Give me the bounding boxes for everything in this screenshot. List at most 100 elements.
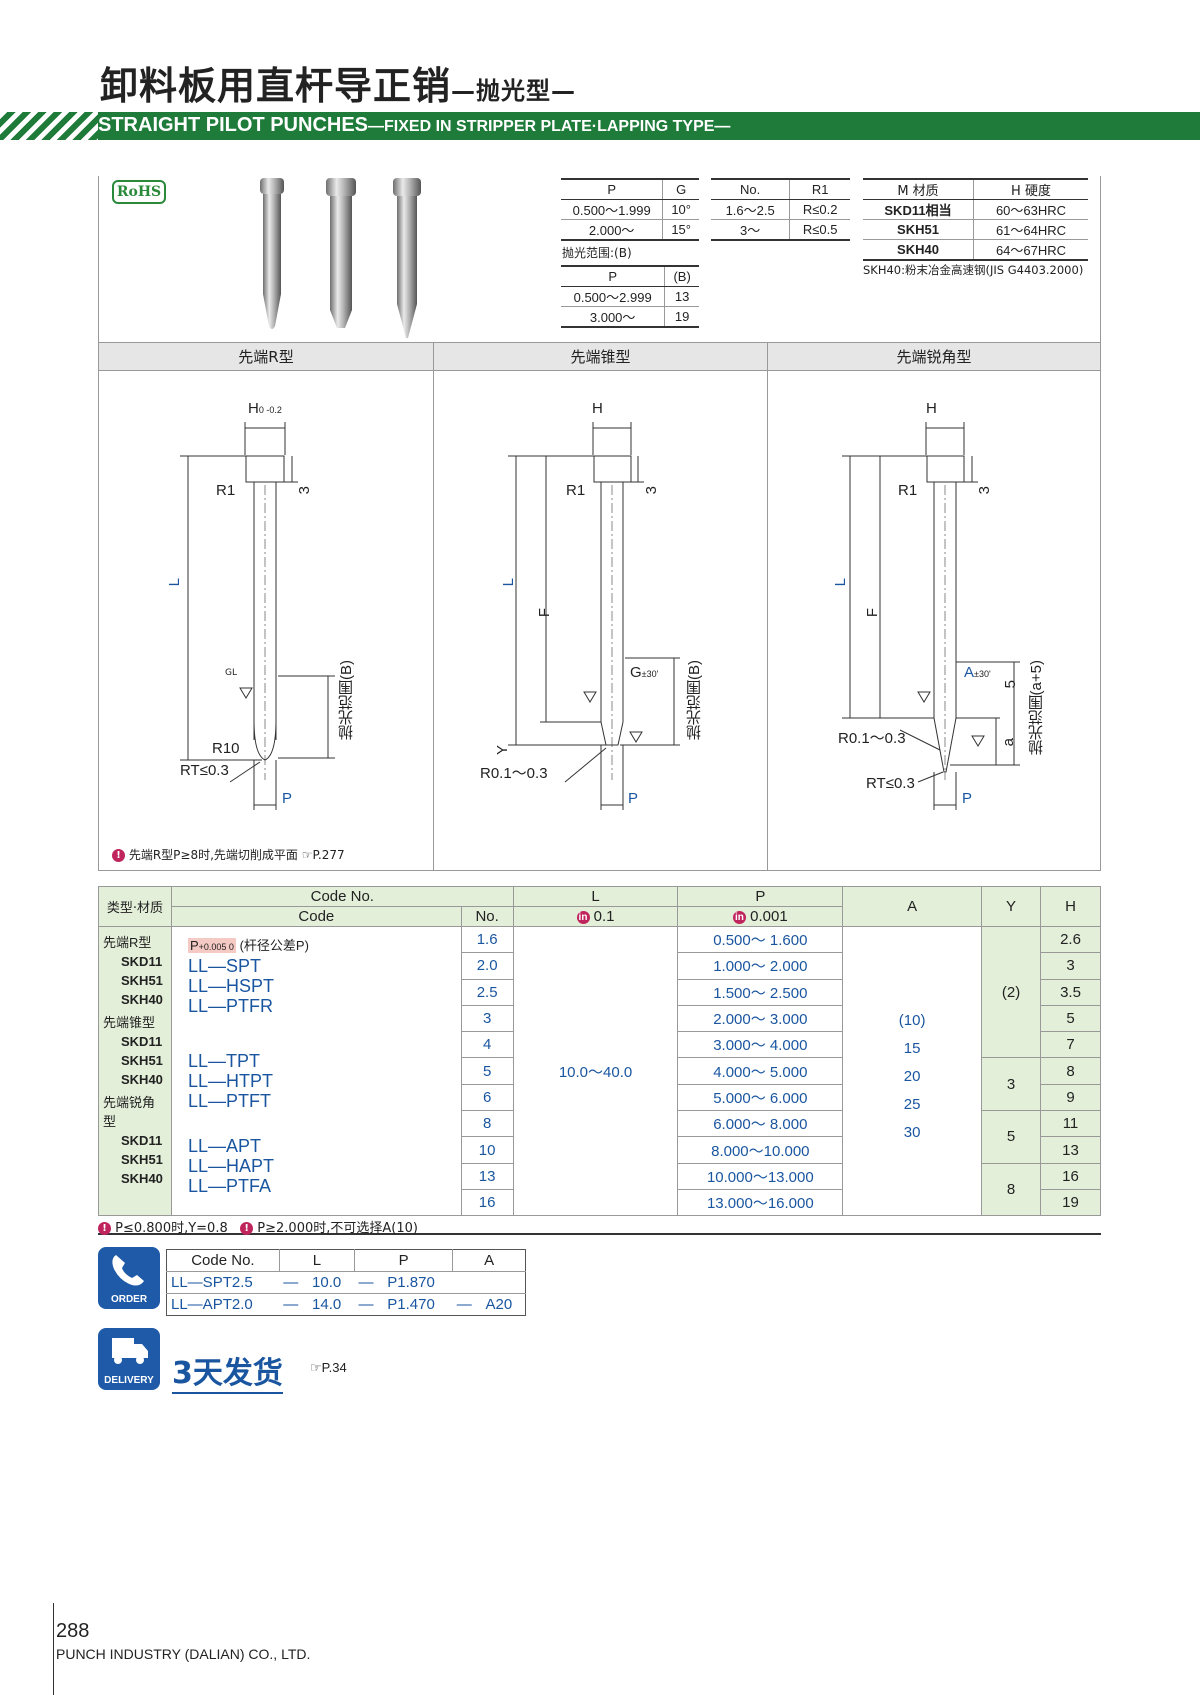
- label-r1: R1: [566, 482, 586, 499]
- label-3: 3: [643, 486, 660, 495]
- dim-f-cone: F: [536, 608, 553, 617]
- code-spt[interactable]: LL—SPT: [187, 956, 262, 976]
- no-cell: 16: [460, 1188, 514, 1217]
- nr-cell: 3～: [711, 219, 790, 241]
- a-value: 20: [903, 1068, 921, 1085]
- type-group-cone: 先端锥型 SKD11 SKH51 SKH40: [103, 1013, 167, 1089]
- main-table: 类型·材质 Code No. L P A Y H Code No. in 0.1…: [98, 886, 1101, 1217]
- diagram-note-ref[interactable]: P.277: [312, 848, 345, 862]
- y-value: 8: [981, 1162, 1041, 1217]
- label-f: F: [536, 608, 553, 618]
- dim-l-sharp: L: [832, 578, 849, 586]
- type-cell: 先端R型 SKD11 SKH51 SKH40 先端锥型 SKD11 SKH51 …: [98, 925, 172, 1217]
- h-value: 2.6: [1040, 925, 1101, 954]
- diagram-r-type: [180, 422, 335, 810]
- label-l: L: [832, 578, 849, 587]
- company-name: PUNCH INDUSTRY (DALIAN) CO., LTD.: [56, 1646, 311, 1662]
- dim-l-cone: L: [500, 578, 517, 586]
- code-htpt[interactable]: LL—HTPT: [187, 1071, 274, 1091]
- order-header: Code No.: [166, 1249, 280, 1272]
- diagram-col-cone: [434, 371, 768, 870]
- order-icon-label: ORDER: [110, 1294, 148, 1305]
- p-unit: 0.001: [750, 908, 788, 925]
- type-name: 先端锐角型: [103, 1095, 156, 1129]
- h-value: 19: [1040, 1188, 1101, 1217]
- label-r1: R1: [216, 482, 236, 499]
- h-value: 16: [1040, 1162, 1101, 1190]
- label-l: L: [166, 578, 183, 587]
- diagram-cone-type: [508, 422, 680, 810]
- no-cell: 4: [460, 1031, 514, 1059]
- label-rt: RT≤0.3: [866, 775, 915, 792]
- no-cell: 1.6: [460, 925, 514, 954]
- label-polish-b: 抛光范围(B): [686, 660, 703, 740]
- a-cell: (10) 15 20 25 30: [842, 925, 983, 1217]
- p-range: 5.000～ 6.000: [677, 1083, 844, 1112]
- label-r1: R1: [898, 482, 918, 499]
- pg-cell: 0.500～1.999: [561, 199, 663, 220]
- type-mat: SKH51: [121, 1152, 163, 1167]
- header-p: P: [677, 886, 844, 907]
- warning-icon: !: [98, 1222, 111, 1235]
- polish-cell: 0.500～2.999: [561, 286, 665, 307]
- h-value: 5: [1040, 1004, 1101, 1033]
- pg-cell: 15°: [662, 219, 699, 241]
- dim-h-sharp: H: [926, 400, 937, 417]
- y-value: 5: [981, 1110, 1041, 1164]
- h-value: 7: [1040, 1031, 1101, 1059]
- pointing-hand-icon: ☞: [301, 848, 313, 862]
- code-hspt[interactable]: LL—HSPT: [187, 976, 275, 996]
- type-name: 先端R型: [103, 935, 152, 950]
- table-notes: ! P≤0.800时,Y=0.8 ! P≥2.000时,不可选择A(10): [98, 1217, 1101, 1236]
- title-en-main: STRAIGHT PILOT PUNCHES: [98, 114, 369, 136]
- p-range: 1.000～ 2.000: [677, 952, 844, 980]
- p-tol-badge: P+0.005 0: [187, 938, 236, 953]
- order-cell: 14.0: [312, 1296, 342, 1313]
- label-f: F: [864, 608, 881, 618]
- label-r01: R0.1～0.3: [480, 765, 548, 782]
- delivery-ref-text[interactable]: P.34: [321, 1360, 347, 1375]
- a-value: 30: [903, 1124, 921, 1141]
- order-cell: P1.870: [387, 1274, 435, 1291]
- order-cell: —: [283, 1296, 299, 1313]
- no-cell: 8: [460, 1110, 514, 1138]
- pg-cell: 10°: [662, 199, 699, 220]
- footer-line: [53, 1603, 54, 1695]
- order-cell: [481, 1272, 525, 1294]
- label-p: P: [962, 790, 973, 807]
- order-cell: LL—SPT2.5: [171, 1274, 253, 1291]
- dim-g: G±30': [630, 664, 658, 681]
- order-cell: —: [456, 1296, 472, 1313]
- no-cell: 2.0: [460, 952, 514, 980]
- p-range: 10.000～13.000: [677, 1162, 844, 1190]
- h-value: 8: [1040, 1057, 1101, 1085]
- table-note: P≥2.000时,不可选择A(10): [257, 1221, 418, 1236]
- code-ptft[interactable]: LL—PTFT: [187, 1091, 271, 1111]
- header-l-unit: in 0.1: [512, 906, 679, 927]
- code-hapt[interactable]: LL—HAPT: [187, 1156, 275, 1176]
- main-table-wrap: 类型·材质 Code No. L P A Y H Code No. in 0.1…: [98, 886, 1101, 1217]
- no-cell: 3: [460, 1004, 514, 1033]
- dim-f-sharp: F: [864, 608, 881, 617]
- nr-header-no: No.: [711, 178, 790, 200]
- dim-y: Y: [494, 745, 511, 755]
- dim-3-cone: 3: [643, 486, 660, 494]
- title-cn: 卸料板用直杆导正销: [100, 64, 452, 108]
- label-h: H: [248, 400, 259, 417]
- code-ptfr[interactable]: LL—PTFR: [187, 996, 274, 1016]
- y-value: 3: [981, 1057, 1041, 1112]
- polish-cell: 3.000～: [561, 306, 665, 328]
- warning-icon: !: [112, 849, 125, 862]
- pin-r-type: [260, 178, 284, 329]
- no-cell: 5: [460, 1057, 514, 1085]
- page-title: 卸料板用直杆导正销—抛光型—: [100, 55, 576, 110]
- code-tpt[interactable]: LL—TPT: [187, 1051, 261, 1071]
- header-l: L: [512, 886, 679, 907]
- code-ptfa[interactable]: LL—PTFA: [187, 1176, 272, 1196]
- title-cn-sub: —抛光型—: [451, 77, 577, 105]
- polish-header-b: (B): [664, 265, 699, 287]
- code-apt[interactable]: LL—APT: [187, 1136, 262, 1156]
- h-value: 3.5: [1040, 978, 1101, 1006]
- order-cell: LL—APT2.0: [171, 1296, 253, 1313]
- title-bar-stripes: [0, 112, 98, 140]
